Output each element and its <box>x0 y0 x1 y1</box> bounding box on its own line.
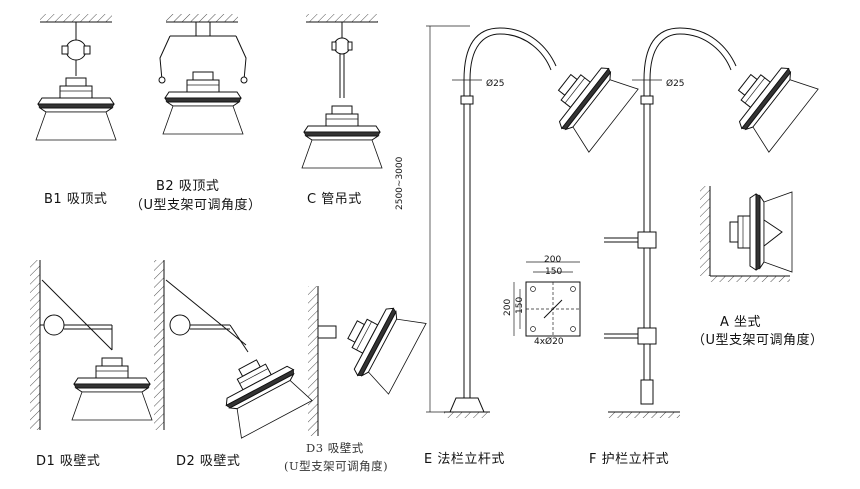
caption-d3-sub: (U型支架可调角度) <box>284 459 389 473</box>
caption-b1: B1 吸顶式 <box>44 192 108 207</box>
caption-b2-sub: （U型支架可调角度） <box>130 198 262 213</box>
caption-d2: D2 吸壁式 <box>176 454 241 469</box>
e-flange-pole-drawing <box>426 25 639 418</box>
caption-e: E 法栏立杆式 <box>424 452 505 467</box>
plate-width-outer: 200 <box>544 255 562 265</box>
b2-ceiling-mount-bracket-drawing <box>158 14 248 135</box>
caption-a-title: A 坐式 <box>720 315 762 330</box>
pole-height-dimension: 2500~3000 <box>395 156 405 210</box>
d2-wall-mount-drawing <box>154 260 313 439</box>
f-guardrail-pole-drawing <box>604 27 819 418</box>
pole-diameter-e: Ø25 <box>486 79 505 89</box>
pole-diameter-f: Ø25 <box>666 79 685 89</box>
caption-c: C 管吊式 <box>307 192 362 207</box>
plate-height-inner: 150 <box>515 296 525 314</box>
flange-plate-detail <box>513 261 581 337</box>
caption-d1: D1 吸壁式 <box>36 454 101 469</box>
d3-wall-mount-bracket-drawing <box>308 286 427 436</box>
caption-f: F 护栏立杆式 <box>589 452 670 467</box>
d1-wall-mount-drawing <box>30 260 153 430</box>
caption-a-sub: （U型支架可调角度） <box>692 333 824 348</box>
caption-d3-title: D3 吸壁式 <box>306 441 364 455</box>
a-seat-mount-drawing <box>700 186 793 282</box>
b1-ceiling-mount-drawing <box>35 14 117 141</box>
bolt-hole-spec: 4xØ20 <box>534 337 564 347</box>
c-pipe-pendant-drawing <box>301 14 383 169</box>
plate-width-inner: 150 <box>545 267 563 277</box>
caption-b2-title: B2 吸顶式 <box>156 179 220 194</box>
